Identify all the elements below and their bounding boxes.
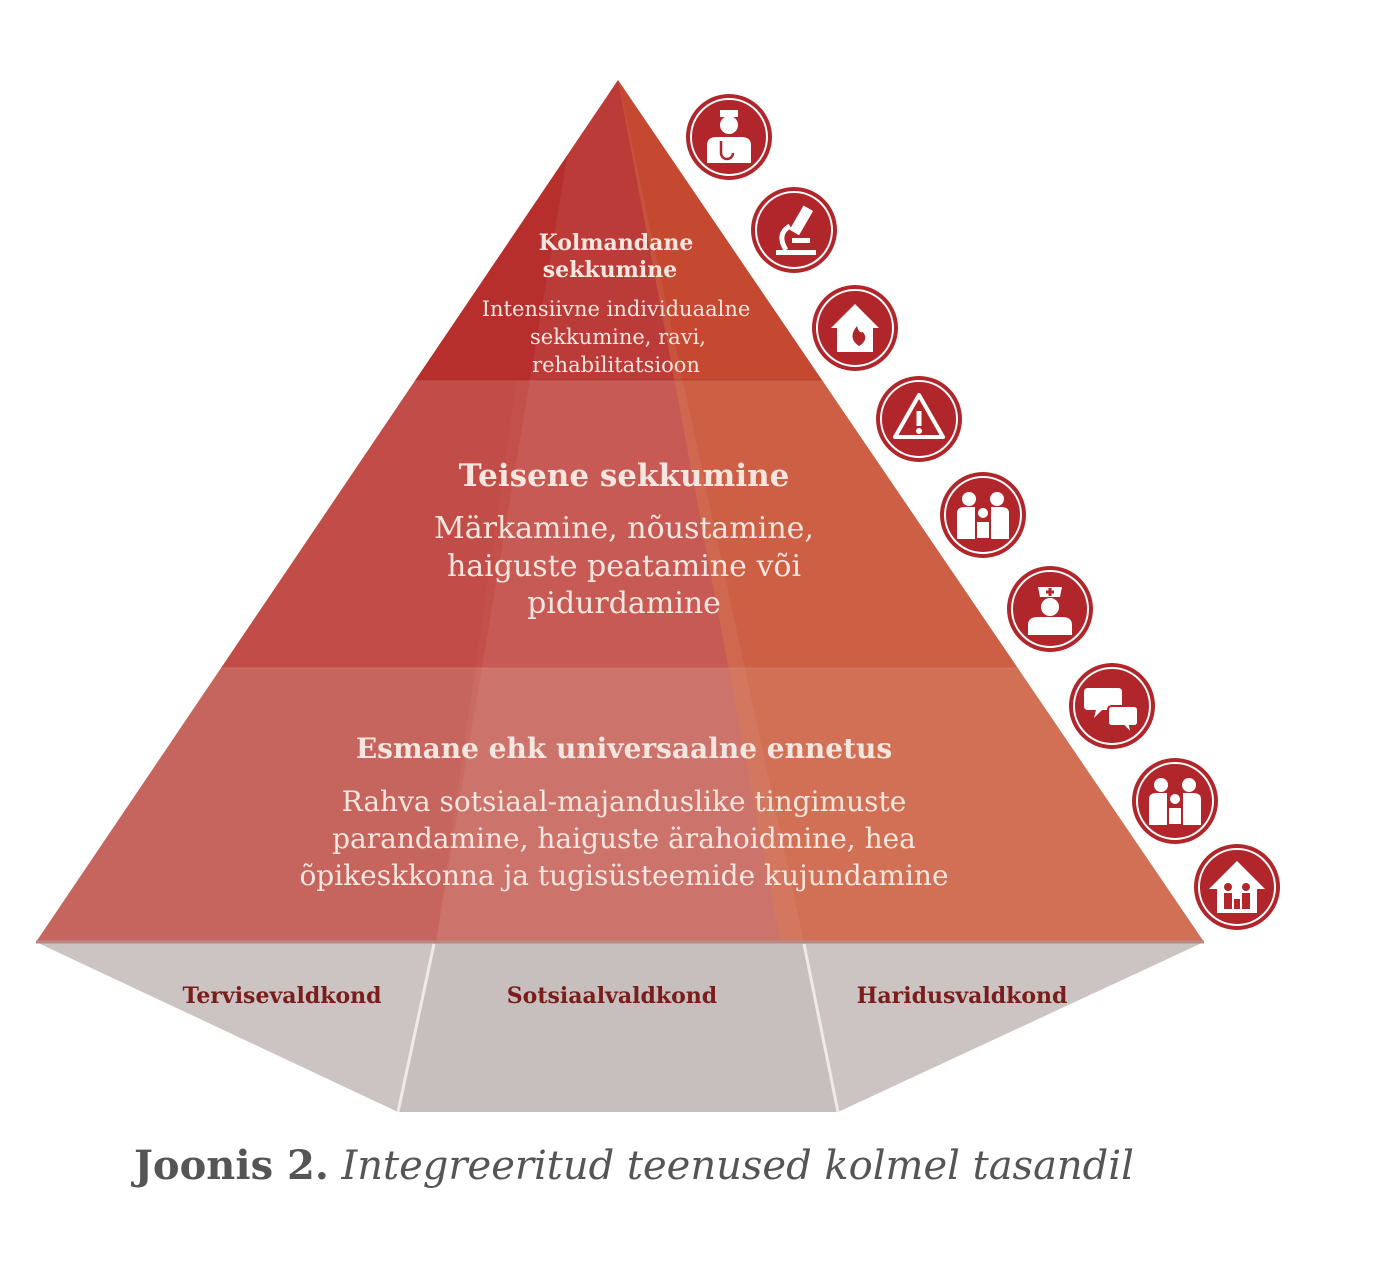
house-fire-icon [812,285,898,371]
tertiary-desc-line3: rehabilitatsioon [532,353,700,377]
caption-label: Joonis 2. [134,1142,329,1189]
figure-caption: Joonis 2. Integreeritud teenused kolmel … [134,1142,1134,1189]
primary-title: Esmane ehk universaalne ennetus [356,732,892,765]
chat-bubbles-icon [1069,663,1155,749]
secondary-desc-line3: pidurdamine [527,586,721,621]
base-left-panel [36,942,434,1112]
tertiary-title-line1: Kolmandane [539,230,694,256]
tier-tertiary-text: Kolmandane sekkumine Intensiivne individ… [482,230,751,377]
secondary-desc-line2: haiguste peatamine või [447,549,801,584]
base-label-social: Sotsiaalvaldkond [507,983,717,1009]
base-label-education: Haridusvaldkond [857,983,1068,1009]
pyramid-diagram: Kolmandane sekkumine Intensiivne individ… [36,80,1280,1113]
caption-text: Integreeritud teenused kolmel tasandil [341,1143,1134,1189]
tertiary-desc-line2: sekkumine, ravi, [530,325,706,349]
family-home-icon [1194,844,1280,930]
family-icon [940,472,1026,558]
pyramid-base [36,942,1204,1113]
doctor-icon [686,94,772,180]
primary-desc-line2: parandamine, haiguste ärahoidmine, hea [332,822,916,855]
primary-desc-line1: Rahva sotsiaal-majanduslike tingimuste [342,785,907,818]
base-center-panel [398,942,838,1112]
tier-secondary-text: Teisene sekkumine Märkamine, nõustamine,… [434,458,814,621]
tertiary-title-line2: sekkumine [543,257,678,283]
primary-desc-line3: õpikeskkonna ja tugisüsteemide kujundami… [299,859,948,892]
secondary-title: Teisene sekkumine [459,458,790,494]
tier-primary-text: Esmane ehk universaalne ennetus Rahva so… [299,732,948,892]
family-icon [1132,758,1218,844]
nurse-icon [1007,566,1093,652]
microscope-icon [751,187,837,273]
base-right-panel [804,942,1204,1112]
tertiary-desc-line1: Intensiivne individuaalne [482,297,751,321]
tier-primary [36,668,1204,942]
warning-icon [876,376,962,462]
base-label-health: Tervisevaldkond [182,983,381,1009]
secondary-desc-line1: Märkamine, nõustamine, [434,511,814,546]
